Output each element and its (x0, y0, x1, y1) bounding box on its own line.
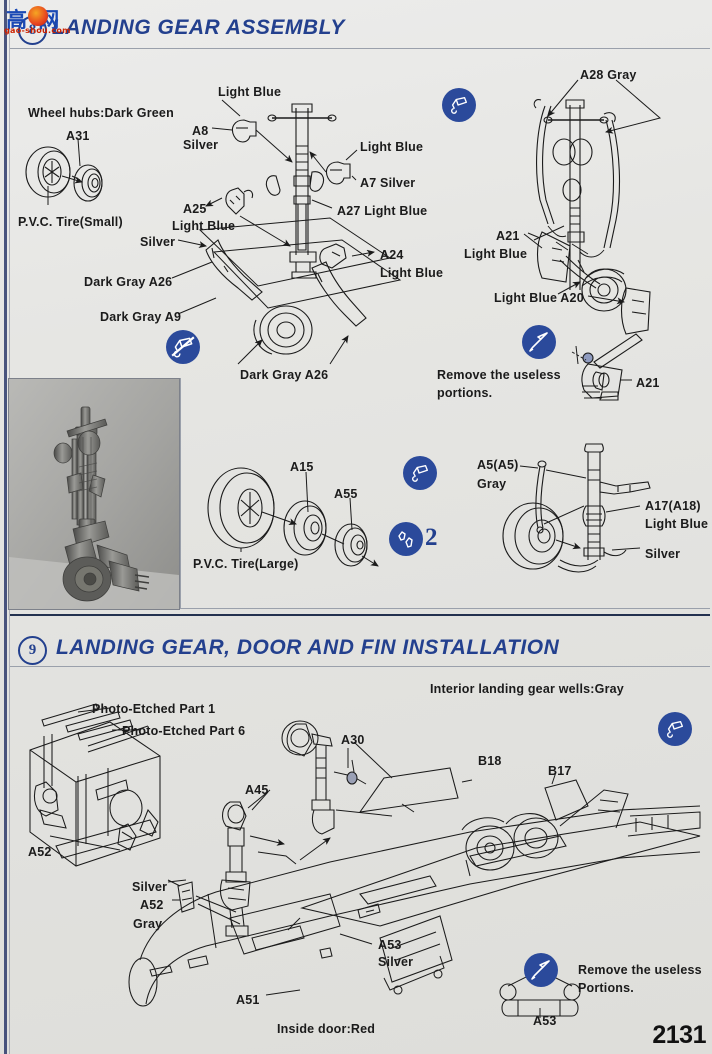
part-label: Gray (133, 917, 163, 931)
part-label: Silver (378, 955, 414, 969)
photo-rule (180, 378, 181, 608)
part-label: Light Blue (172, 219, 236, 233)
part-label: A25 (183, 202, 207, 216)
part-label: Interior landing gear wells:Gray (430, 682, 624, 696)
part-label: Light Blue (380, 266, 444, 280)
part-label: Remove the useless (578, 963, 702, 977)
part-label: portions. (437, 386, 493, 400)
glue-bottle-icon-2 (403, 456, 437, 490)
part-label: Gray (477, 477, 507, 491)
part-label: A8 (192, 124, 209, 138)
part-label: B18 (478, 754, 502, 768)
header-rule-9 (10, 666, 710, 667)
part-label: A24 (380, 248, 404, 262)
part-label: A15 (290, 460, 314, 474)
part-label: A21 (636, 376, 660, 390)
part-label: Photo-Etched Part 1 (92, 702, 216, 716)
step-title-9: LANDING GEAR, DOOR AND FIN INSTALLATION (56, 636, 560, 659)
section-rule (10, 608, 710, 609)
part-label: A52 (140, 898, 164, 912)
part-label: Dark Gray A26 (240, 368, 329, 382)
part-label: Light Blue (645, 517, 709, 531)
part-label: Silver (645, 547, 681, 561)
part-label: Light Blue A20 (494, 291, 584, 305)
part-label: Silver (140, 235, 176, 249)
part-label: A5(A5) (477, 458, 519, 472)
part-label: Remove the useless (437, 368, 561, 382)
part-label: Light Blue (464, 247, 528, 261)
part-label: A7 Silver (360, 176, 416, 190)
part-label: P.V.C. Tire(Large) (193, 557, 299, 571)
part-label: A30 (341, 733, 365, 747)
header-rule-8 (10, 48, 710, 49)
no-glue-icon (166, 330, 200, 364)
part-label: B17 (548, 764, 572, 778)
step-title-8: LANDING GEAR ASSEMBLY (52, 16, 345, 39)
part-label: A53 (533, 1014, 557, 1028)
part-label: Dark Gray A9 (100, 310, 182, 324)
part-label: Photo-Etched Part 6 (122, 724, 246, 738)
part-label: A52 (28, 845, 52, 859)
hobby-knife-icon-2 (524, 953, 558, 987)
part-label: Dark Gray A26 (84, 275, 173, 289)
part-label: Portions. (578, 981, 634, 995)
part-label: A55 (334, 487, 358, 501)
part-label: Silver (132, 880, 168, 894)
reference-photo (8, 378, 180, 610)
part-label: A28 Gray (580, 68, 637, 82)
part-label: A27 Light Blue (337, 204, 428, 218)
glue-bottle-icon-3 (658, 712, 692, 746)
quantity-badge: 2 (425, 524, 438, 551)
watermark-domain: gao-shou.com (4, 26, 71, 35)
part-label: A31 (66, 129, 90, 143)
part-label: A53 (378, 938, 402, 952)
page-number: 2131 (652, 1021, 706, 1049)
part-label: A51 (236, 993, 260, 1007)
part-label: A17(A18) (645, 499, 701, 513)
part-label: Light Blue (360, 140, 424, 154)
step-divider (10, 614, 710, 616)
watermark-logo: 高 网 gao-shou.com (4, 4, 78, 40)
glue-bottle-icon (442, 88, 476, 122)
part-label: Wheel hubs:Dark Green (28, 106, 174, 120)
part-label: Inside door:Red (277, 1022, 376, 1036)
step-number-9: 9 (18, 636, 47, 665)
part-label: P.V.C. Tire(Small) (18, 215, 123, 229)
part-label: Light Blue (218, 85, 282, 99)
watermark-mark (28, 6, 48, 26)
part-label: A21 (496, 229, 520, 243)
page-frame-left (4, 0, 7, 1054)
two-parts-icon (389, 522, 423, 556)
hobby-knife-icon (522, 325, 556, 359)
part-label: Silver (183, 138, 219, 152)
part-label: A45 (245, 783, 269, 797)
